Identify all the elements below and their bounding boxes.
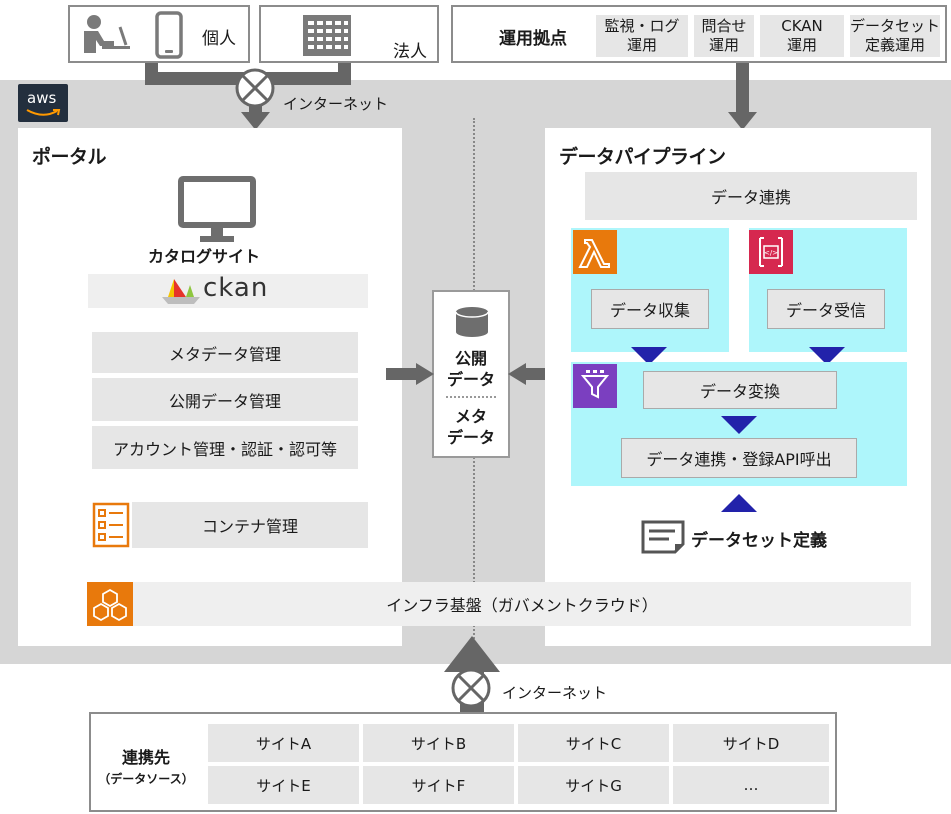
- portal-title: ポータル: [32, 146, 107, 168]
- data-integration-bar: データ連携: [585, 172, 917, 220]
- data-collect-box: データ収集: [591, 289, 709, 329]
- connector-line: [145, 72, 265, 85]
- catalog-site-label: カタログサイト: [148, 247, 261, 266]
- dataset-definition-label: データセット定義: [691, 531, 827, 551]
- infra-bar: インフラ基盤（ガバメントクラウド）: [133, 582, 911, 626]
- container-management: コンテナ管理: [132, 502, 368, 548]
- container-list-icon: [92, 502, 130, 548]
- ckan-logo-bar: ckan: [88, 273, 368, 308]
- site-f: サイトF: [363, 766, 514, 804]
- aws-smile-icon: [26, 109, 61, 116]
- infra-stack-icon: [93, 588, 127, 622]
- glue-funnel-icon: [580, 370, 610, 399]
- arrow-down-icon: [728, 112, 757, 130]
- infra-icon: [87, 582, 133, 626]
- internet-gateway-icon: [451, 668, 491, 708]
- metadata-label: メタデータ: [446, 407, 495, 447]
- storage-database-icon: [455, 307, 489, 337]
- ckan-brand-label: ckan: [203, 273, 269, 303]
- operations-title: 運用拠点: [499, 29, 567, 49]
- data-register-api-box: データ連携・登録API呼出: [621, 438, 857, 478]
- connector-line: [256, 72, 351, 85]
- data-receive-box: データ受信: [767, 289, 885, 329]
- storage-divider: [446, 396, 496, 398]
- api-gateway-symbol-icon: </>: [759, 237, 783, 267]
- lambda-symbol-icon: [578, 239, 610, 268]
- public-storage-box: 公開データ メタデータ: [432, 290, 510, 458]
- public-data-management: 公開データ管理: [92, 378, 358, 421]
- site-more: …: [673, 766, 829, 804]
- data-sources-box: 連携先 （データソース） サイトA サイトB サイトC サイトD サイトE サイ…: [89, 712, 837, 812]
- pipeline-panel: データパイプライン データ連携 データ収集 </> データ受信 データ変換 デー…: [545, 128, 931, 646]
- ckan-boat-icon: [162, 279, 200, 304]
- aws-logo: aws: [18, 84, 68, 122]
- arrow-up-icon: [444, 636, 500, 672]
- corporate-label: 法人: [393, 42, 427, 62]
- corporate-box: 法人: [259, 5, 439, 63]
- arrow-down-navy-icon: [631, 347, 667, 365]
- site-c: サイトC: [518, 724, 669, 762]
- site-a: サイトA: [208, 724, 359, 762]
- ops-cell-inquiry: 問合せ運用: [694, 15, 754, 57]
- ops-cell-dataset: データセット定義運用: [850, 15, 940, 57]
- site-g: サイトG: [518, 766, 669, 804]
- individual-box: 個人: [68, 5, 250, 63]
- dataset-document-icon: [641, 520, 685, 554]
- arrow-right-icon: [386, 363, 434, 385]
- internet-label-bottom: インターネット: [502, 684, 608, 702]
- arrow-down-navy-icon: [809, 347, 845, 365]
- portal-panel: ポータル カタログサイト ckan メタデータ管理 公開データ管理 アカウント管…: [18, 128, 402, 646]
- monitor-icon: [178, 176, 256, 242]
- data-sources-title: 連携先 （データソース）: [98, 748, 194, 786]
- office-building-icon: [303, 15, 351, 56]
- lambda-icon: [573, 230, 617, 274]
- internet-label-top: インターネット: [283, 95, 389, 113]
- glue-icon: [573, 364, 617, 408]
- data-transform-box: データ変換: [643, 371, 837, 409]
- api-gateway-icon: </>: [749, 230, 793, 274]
- connector-line: [736, 63, 749, 115]
- site-d: サイトD: [673, 724, 829, 762]
- metadata-management: メタデータ管理: [92, 332, 358, 373]
- ops-cell-monitoring: 監視・ログ運用: [596, 15, 688, 57]
- internet-gateway-icon: [235, 68, 275, 108]
- individual-label: 個人: [202, 29, 236, 49]
- arrow-down-navy-icon: [721, 416, 757, 434]
- site-e: サイトE: [208, 766, 359, 804]
- person-at-desk-icon: [84, 15, 130, 53]
- pipeline-title: データパイプライン: [559, 146, 726, 168]
- smartphone-icon: [155, 11, 183, 59]
- account-auth-management: アカウント管理・認証・認可等: [92, 426, 358, 469]
- arrow-up-navy-icon: [721, 494, 757, 512]
- arrow-down-icon: [241, 112, 270, 130]
- svg-text:</>: </>: [764, 249, 778, 257]
- public-data-label: 公開データ: [446, 349, 495, 389]
- site-b: サイトB: [363, 724, 514, 762]
